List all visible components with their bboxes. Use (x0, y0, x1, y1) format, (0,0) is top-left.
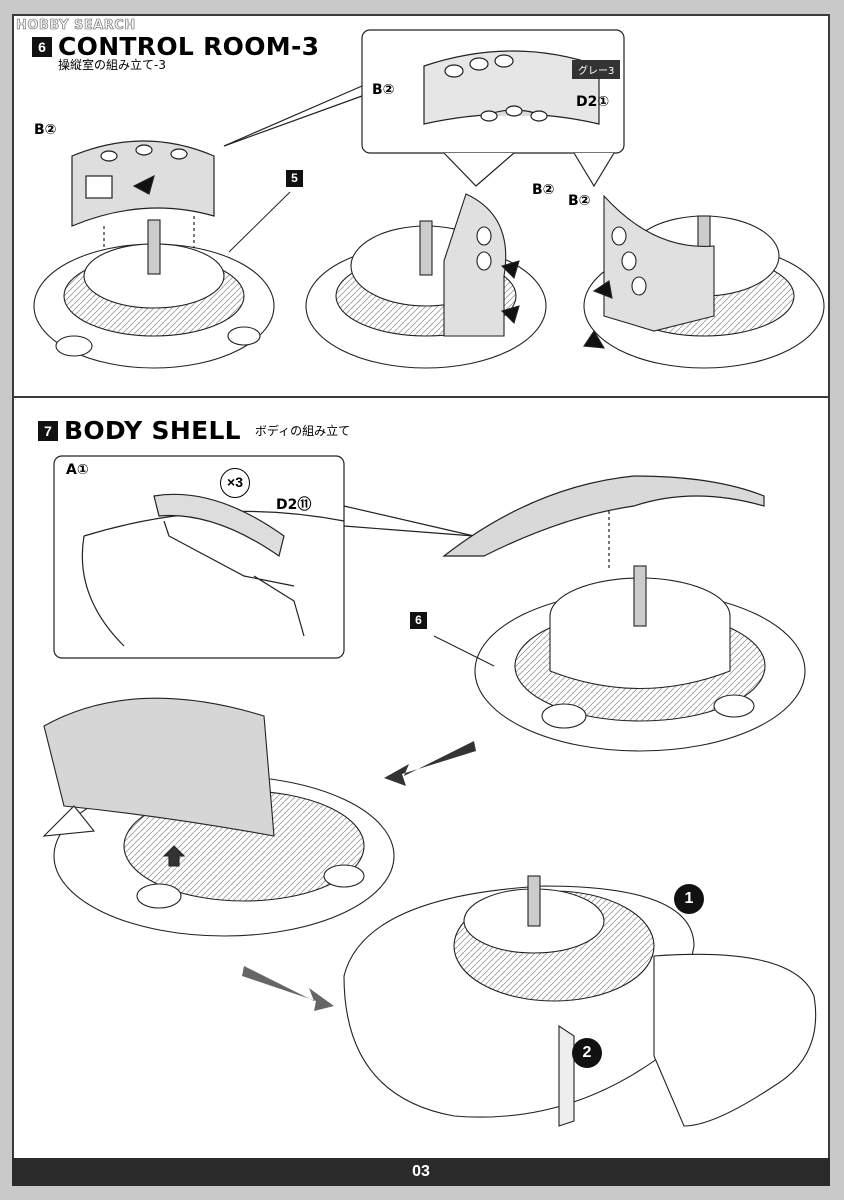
label-a1: A① (66, 462, 89, 478)
assembly-illustrations (33, 29, 825, 1127)
step-7-header: 7 BODY SHELL ボディの組み立て (38, 416, 350, 445)
callout-2: 2 (572, 1038, 602, 1068)
step-7-title: BODY SHELL (64, 416, 241, 445)
label-b2-right: B② (568, 193, 591, 209)
saucer-base-3 (583, 194, 825, 369)
color-tag-grey3: グレー3 (572, 60, 621, 79)
step-6-subtitle: 操縦室の組み立て-3 (58, 58, 166, 72)
instruction-sheet: HOBBY SEARCH 6 CONTROL ROOM-3 操縦室の組み立て-3… (12, 14, 830, 1174)
saucer-base-1 (33, 219, 275, 369)
page-number: 03 (12, 1158, 830, 1186)
step-6-number: 6 (32, 36, 52, 57)
step-6-header: 6 CONTROL ROOM-3 (32, 32, 319, 61)
ref-step-6-badge: 6 (410, 612, 427, 629)
arrow-to-right (242, 966, 334, 1011)
ref-6-leader (433, 635, 495, 667)
detail-callout-body-shell (53, 455, 475, 659)
ref-5-leader (228, 191, 291, 253)
saucer-final (343, 875, 817, 1127)
step-6-title: CONTROL ROOM-3 (58, 32, 320, 61)
b2-panel-left (71, 140, 215, 256)
ref-step-5-badge: 5 (286, 170, 303, 187)
callout-1: 1 (674, 884, 704, 914)
shell-segment-top (442, 475, 765, 571)
step-divider (14, 396, 828, 398)
label-d2-1: D2① (576, 94, 610, 110)
label-b2-detail: B② (372, 82, 395, 98)
label-d2-11: D2⑪ (276, 497, 312, 513)
step-7-number: 7 (38, 420, 58, 441)
label-b2-mid: B② (532, 182, 555, 198)
multiplier-x3: ×3 (220, 468, 250, 498)
hobby-search-watermark: HOBBY SEARCH (16, 18, 136, 34)
step-7-subtitle: ボディの組み立て (254, 424, 351, 438)
saucer-base-2 (305, 193, 547, 369)
saucer-shell-attach (42, 697, 395, 937)
arrow-to-left (384, 741, 476, 786)
saucer-with-control-room (474, 565, 806, 752)
label-b2-left: B② (34, 122, 57, 138)
b2-panel-detail (423, 50, 600, 125)
